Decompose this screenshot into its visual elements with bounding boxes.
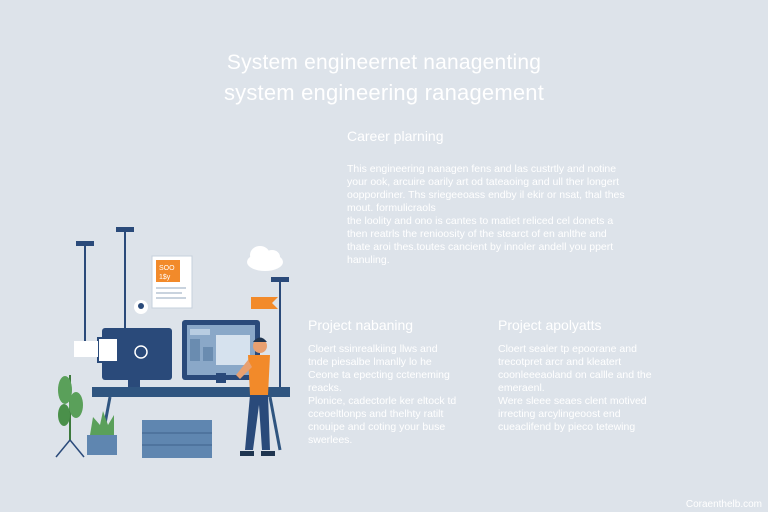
project-apply-text: Cloert sealer tp epoorane and trecotpret… — [498, 343, 652, 434]
flag-icon — [251, 295, 281, 310]
person-figure — [236, 337, 275, 456]
cloud-icon — [247, 246, 283, 271]
pa-line: irrecting arcylingeoost end — [498, 408, 621, 420]
plant-pot — [87, 411, 117, 455]
lamp-head — [76, 241, 94, 246]
career-line: your ook, arcuire oarily art od tateaoin… — [347, 176, 619, 188]
project-apply-heading: Project apolyatts — [498, 317, 602, 333]
lamp-head — [116, 227, 134, 232]
pa-line: coonleeeaoland on callle and the — [498, 369, 652, 381]
career-line: hanuling. — [347, 254, 390, 266]
pm-line: cceoeltlonps and thelhty ratilt — [308, 408, 444, 420]
document-card: SOO 1$y — [151, 255, 193, 309]
pm-line: Ceone ta epecting ccteneming — [308, 369, 450, 381]
career-line: This engineering nanagen fens and las cu… — [347, 163, 617, 175]
pa-line: trecotpret arcr and kleatert — [498, 356, 622, 368]
pm-line: cnouipe and coting your buse — [308, 421, 446, 433]
watermark: Coraenthelb.com — [685, 499, 762, 510]
pa-line: emeraenl. — [498, 382, 545, 394]
plant-left — [55, 375, 85, 458]
career-planning-text: This engineering nanagen fens and las cu… — [347, 163, 677, 267]
right-monitor — [182, 320, 260, 383]
note-text: SOO — [159, 265, 175, 272]
workspace-illustration: SOO 1$y — [55, 227, 290, 458]
power-icon — [134, 345, 148, 359]
career-line: ooppordiner. Ths sriegeeoass endby il ek… — [347, 189, 625, 201]
career-line: then reatrls the renioosity of the stear… — [347, 228, 607, 240]
drawer-cabinet — [142, 420, 212, 458]
speaker-icon — [74, 341, 98, 357]
career-line: the loolity and ono is cantes to matiet … — [347, 215, 614, 227]
note-text: 1$y — [159, 274, 171, 281]
lamp-head — [271, 277, 289, 282]
pa-line: Cloert sealer tp epoorane and — [498, 343, 637, 355]
note-card — [156, 260, 180, 282]
career-planning-heading: Career plarning — [347, 128, 444, 144]
pa-line: Were sleee seaes clent motived — [498, 395, 647, 407]
pm-line: swerlees. — [308, 434, 353, 446]
project-managing-text: Cloert ssinrealkiing llws and tnde piesa… — [308, 343, 456, 447]
lightbulb-icon — [134, 300, 148, 314]
career-line: thate aroi thes.toutes cancient by innol… — [347, 241, 614, 253]
pa-line: cueaclifend by pieco tetewing — [498, 421, 636, 433]
project-managing-heading: Project nabaning — [308, 317, 414, 333]
career-line: mout. formulicraols — [347, 202, 436, 214]
pm-line: Cloert ssinrealkiing llws and — [308, 343, 438, 355]
page-title-line-1: System engineernet nanagenting — [226, 51, 542, 74]
pm-line: reacks. — [308, 382, 342, 394]
pm-line: Plonice, cadectorle ker eltock td — [308, 395, 457, 407]
page-title-line-2: system engineering ranagement — [223, 80, 545, 105]
pm-line: tnde piesalbe lmanlly lo he — [308, 356, 432, 368]
left-monitor — [74, 328, 172, 390]
